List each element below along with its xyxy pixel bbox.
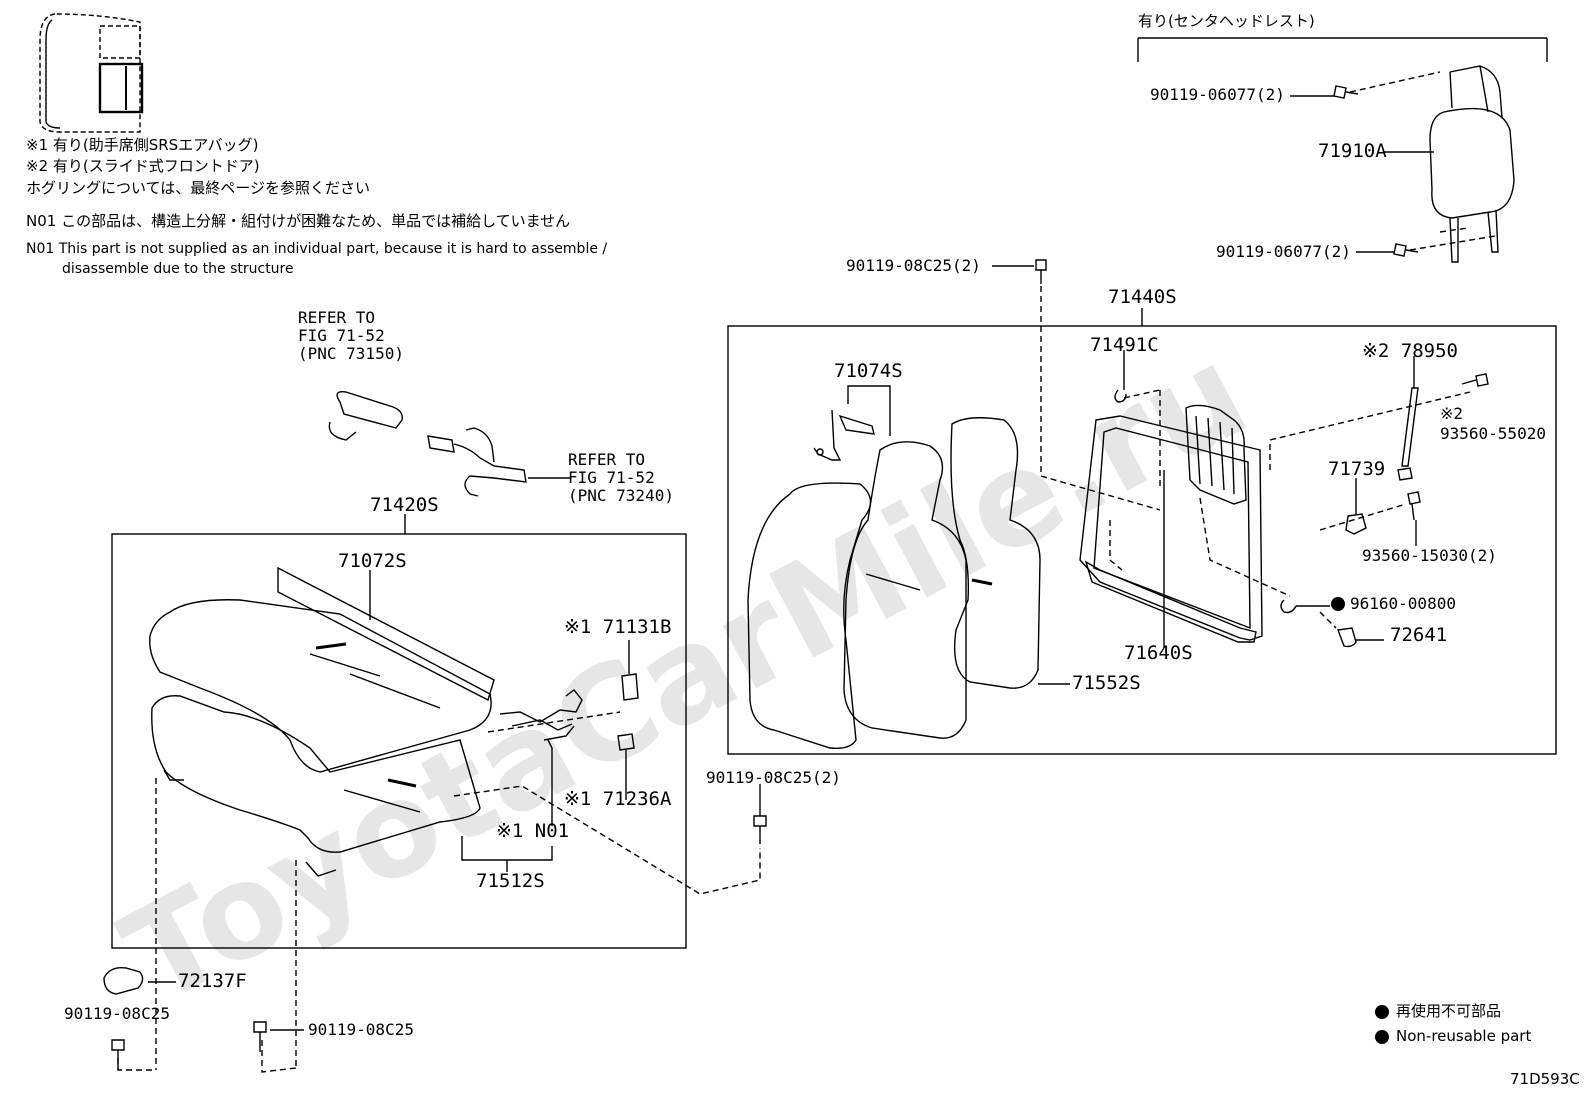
note-hog-ring: ホグリングについては、最終ページを参照ください — [26, 179, 370, 197]
headrest-bolts — [1349, 71, 1496, 251]
rod-78950 — [1397, 373, 1489, 481]
part-90119-08C25-right: 90119-08C25 — [308, 1020, 414, 1039]
center-headrest-bracket — [1137, 37, 1548, 62]
figure-code: 71D593C — [1510, 1070, 1580, 1088]
N01-leader — [547, 739, 553, 826]
part-90119-06077-top: 90119-06077(2) — [1150, 85, 1285, 104]
top-bolt-dash — [1040, 286, 1161, 511]
part-90119-08C25-left: 90119-08C25 — [64, 1004, 170, 1023]
part-71491C: 71491C — [1090, 334, 1159, 356]
part-71910A: 71910A — [1318, 140, 1387, 162]
part-90119-08C25-mid: 90119-08C25(2) — [706, 768, 841, 787]
frame-dashes — [1109, 389, 1471, 629]
legend-non-reusable-jp: 再使用不可部品 — [1396, 1002, 1502, 1020]
cap-72137F — [103, 967, 144, 995]
cover-bracket-drawing — [813, 409, 875, 461]
part-72641: 72641 — [1390, 624, 1448, 646]
part-93560-55020-mark: ※2 — [1440, 404, 1464, 423]
part-71552S: 71552S — [1072, 672, 1141, 694]
ring-96160-00800 — [1280, 599, 1297, 614]
center-headrest-label: 有り(センタヘッドレスト) — [1138, 12, 1315, 30]
refer-2-line-1: REFER TO — [568, 450, 646, 469]
part-71074S: 71074S — [834, 360, 903, 382]
note-airbag: ※1 有り(助手席側SRSエアバッグ) — [26, 136, 259, 154]
refer-1-line-3: (PNC 73150) — [298, 344, 404, 363]
part-93560-15030: 93560-15030(2) — [1362, 546, 1497, 565]
bolt-90119-08C25-right — [253, 1021, 267, 1052]
clip-71491C — [1114, 389, 1127, 403]
part-71420S: 71420S — [370, 494, 439, 516]
refer-2-line-2: FIG 71-52 — [568, 468, 655, 487]
note-n01-en-2: disassemble due to the structure — [62, 261, 294, 277]
bolt-90119-08C25-mid — [753, 815, 767, 844]
part-96160-00800: 96160-00800 — [1350, 594, 1456, 613]
seatbelt-buckle-drawing — [328, 391, 527, 497]
note-n01-en-1: N01 This part is not supplied as an indi… — [26, 241, 608, 257]
headrest-drawing — [1429, 65, 1515, 263]
seat-cushion-box — [111, 533, 687, 949]
note-slide-door: ※2 有り(スライド式フロントドア) — [26, 157, 260, 175]
part-71236A: ※1 71236A — [564, 788, 672, 810]
connector-71236A — [617, 733, 635, 751]
part-71131B: ※1 71131B — [564, 616, 672, 638]
part-71072S: 71072S — [338, 550, 407, 572]
part-78950: ※2 78950 — [1362, 340, 1458, 362]
part-72137F: 72137F — [178, 970, 247, 992]
legend-dot-1 — [1375, 1005, 1389, 1019]
seat-cushion-drawing — [149, 566, 495, 877]
cap-71739 — [1345, 513, 1367, 535]
part-71739: 71739 — [1328, 458, 1386, 480]
legend-dot-2 — [1375, 1030, 1389, 1044]
cushion-dashes — [117, 711, 761, 1073]
vehicle-locator-icon — [39, 13, 144, 133]
refer-1-line-2: FIG 71-52 — [298, 326, 385, 345]
part-71640S: 71640S — [1124, 642, 1193, 664]
part-90119-08C25-top: 90119-08C25(2) — [846, 256, 981, 275]
headrest-bolt-shapes — [1333, 85, 1419, 257]
note-n01-jp: N01 この部品は、構造上分解・組付けが困難なため、単品では補給していません — [26, 212, 571, 230]
seatback-frame-drawing — [1079, 404, 1263, 643]
pin-72641 — [1337, 627, 1357, 648]
legend-non-reusable-en: Non-reusable part — [1396, 1027, 1532, 1045]
sensor-71131B — [621, 673, 639, 701]
bolt-90119-08C25-left — [111, 1039, 125, 1070]
71074S-bracket — [847, 385, 891, 436]
bolt-93560-15030 — [1407, 491, 1421, 521]
part-N01: ※1 N01 — [496, 820, 570, 842]
seatback-cover-drawing — [747, 417, 1041, 750]
refer-2-line-3: (PNC 73240) — [568, 486, 674, 505]
top-bolt — [1035, 259, 1047, 284]
part-71440S: 71440S — [1108, 286, 1177, 308]
harness-drawing — [499, 689, 583, 741]
part-93560-55020: 93560-55020 — [1440, 424, 1546, 443]
non-reusable-dot-96160 — [1331, 597, 1345, 611]
part-71512S: 71512S — [476, 870, 545, 892]
refer-1-line-1: REFER TO — [298, 308, 376, 327]
seatback-assembly-box — [727, 325, 1557, 755]
part-90119-06077-bot: 90119-06077(2) — [1216, 242, 1351, 261]
